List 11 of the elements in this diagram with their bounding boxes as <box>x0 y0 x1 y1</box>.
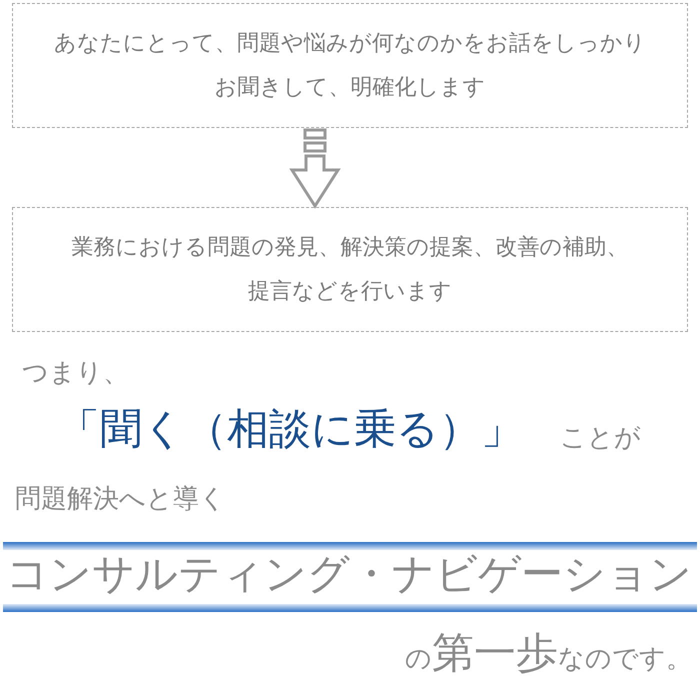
text: なのです。 <box>558 644 692 676</box>
highlighted-text: 「聞く（相談に乗る）」 <box>58 404 523 454</box>
dashed-box: あなたにとって、問題や悩みが何なのかをお話をしっかりお聞きして、明確化します <box>12 3 688 128</box>
text: ことが <box>560 423 641 454</box>
emphasized-text: 第一歩 <box>432 628 558 678</box>
text: の <box>405 644 432 676</box>
arrow <box>289 128 341 209</box>
text: 問題解決へと導く <box>15 484 226 516</box>
heading-text: コンサルティング・ナビゲーション <box>6 549 692 600</box>
dashed-box: 業務における問題の発見、解決策の提案、改善の補助、提言などを行います <box>12 207 688 332</box>
text: つまり、 <box>22 358 129 390</box>
